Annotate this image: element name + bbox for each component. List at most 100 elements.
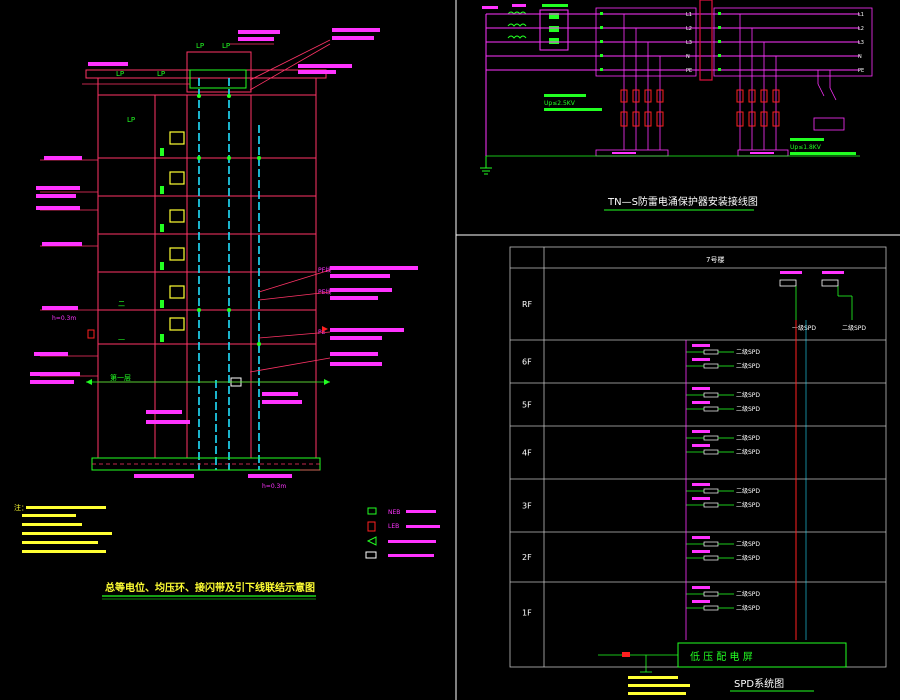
lp-label-tower-1: LP [196,42,204,50]
spd-system-grid: 7号楼 RF 6F 二级SPD 二级SPD 5F 二级SPD 二级SPD 4F 二级SPD 二级S… [509,246,887,695]
branch-breaker [703,541,719,547]
svg-text:L3: L3 [858,40,864,46]
branch-spec [692,586,710,589]
top-annotation-text [238,28,380,74]
building-elevation: LP LP LP LP LP [30,28,418,490]
main-breaker-block [539,9,569,51]
incoming-breaker-icon [622,652,630,657]
legend-item-neb: NEB [388,509,400,516]
left-flag-icon [87,329,95,339]
breaker-contacts [549,13,559,44]
branch-spd-label: 二级SPD [736,554,760,562]
bottom-annotation-text [134,410,292,478]
branch-spec [692,550,710,553]
right-annotation-text [262,266,418,404]
floor-lines [98,94,316,383]
spd-spec-note-2: Up≤1.8KV [790,144,822,151]
branch-breaker [703,488,719,494]
arrow-left-icon [86,379,92,385]
lp-label-tower-2: LP [222,42,230,50]
branch-breaker [703,502,719,508]
phase-label-l1: L1 [686,12,692,18]
branch-breaker [703,349,719,355]
phase-label-n: N [686,54,690,60]
branch-breaker [703,555,719,561]
floor-label: RF [522,300,533,309]
floor-label: 5F [522,401,532,410]
symbol-legend: NEB LEB [365,507,440,559]
branch-spec [692,401,710,404]
legend-item-leb: LEB [388,523,399,530]
transformer-coils-icon [507,11,527,39]
floor-rows: RF6F二级SPD二级SPD5F二级SPD二级SPD4F二级SPD二级SPD3F… [510,300,886,618]
phase-label-l3: L3 [686,40,692,46]
branch-breaker [703,449,719,455]
bus-box-left [595,7,697,77]
leb-symbol-icon [367,521,376,532]
branch-breaker [703,363,719,369]
legend-notes: 注： [14,503,112,553]
tns-caption: TN—S防雷电涌保护器安装接线图 [607,195,758,208]
bus-terminals [600,12,721,71]
phase-label-l2: L2 [686,26,692,32]
conductor-nodes [197,94,261,346]
branch-spec [692,358,710,361]
branch-spd-label: 二级SPD [736,434,760,442]
branch-spec [692,536,710,539]
tower-room [189,69,247,89]
floor-label: 6F [522,358,532,367]
branch-spec [692,600,710,603]
spd-grid-header: 7号楼 [706,255,724,264]
branch-spd-label: 二级SPD [736,501,760,509]
floor-label: 4F [522,449,532,458]
rf-spd-items: 一级SPD 二级SPD [779,271,866,332]
arrow-right-icon [324,379,330,385]
branch-spd-label: 二级SPD [736,448,760,456]
ground-symbol-icon [480,156,492,175]
wall-lines [154,95,252,458]
lp-label-roof-1: LP [116,70,124,78]
branch-spd-label: 二级SPD [736,487,760,495]
pe-note-2: PE线 [318,288,331,296]
branch-spec [692,483,710,486]
branch-spec [692,387,710,390]
floor-label-ground: 第一层 [110,373,131,382]
spd-grid-frame [509,246,887,668]
branch-spd-label: 二级SPD [736,348,760,356]
elevation-caption: 总等电位、均压环、接闪带及引下线联结示意图 [105,581,315,594]
window-markers [160,148,164,342]
branch-spec [692,344,710,347]
neb-symbol-icon [367,507,377,515]
floor-label-1: 一 [118,336,125,344]
left-annotations [40,83,190,377]
right-flag-icon [322,326,328,332]
branch-breaker [703,406,719,412]
switch-contacts [813,70,845,131]
spd-group-right [736,14,789,157]
pe-note-1: PE线 [318,266,331,274]
branch-breaker [703,435,719,441]
stair-tower [186,51,252,93]
floor-label: 1F [522,609,532,618]
spd-group-left [595,14,669,157]
branch-spd-label: 二级SPD [736,540,760,548]
lp-label-roof-2: LP [157,70,165,78]
branch-breaker [703,392,719,398]
branch-spd-label: 二级SPD [736,604,760,612]
branch-spd-label: 二级SPD [736,362,760,370]
branch-spec [692,497,710,500]
branch-spec [692,444,710,447]
branch-spd-label: 二级SPD [736,590,760,598]
phase-label-pe: PE [686,68,692,74]
legend-note-title: 注： [14,503,28,512]
svg-text:L2: L2 [858,26,864,32]
low-voltage-panel-label: 低 压 配 电 屏 [690,650,753,663]
central-bus-column [699,0,713,81]
svg-text:L1: L1 [858,12,864,18]
spd-spec-note-1: Up≤2.5KV [544,100,576,107]
branch-spd-label: 二级SPD [736,391,760,399]
branch-breaker [703,605,719,611]
branch-spec [692,430,710,433]
